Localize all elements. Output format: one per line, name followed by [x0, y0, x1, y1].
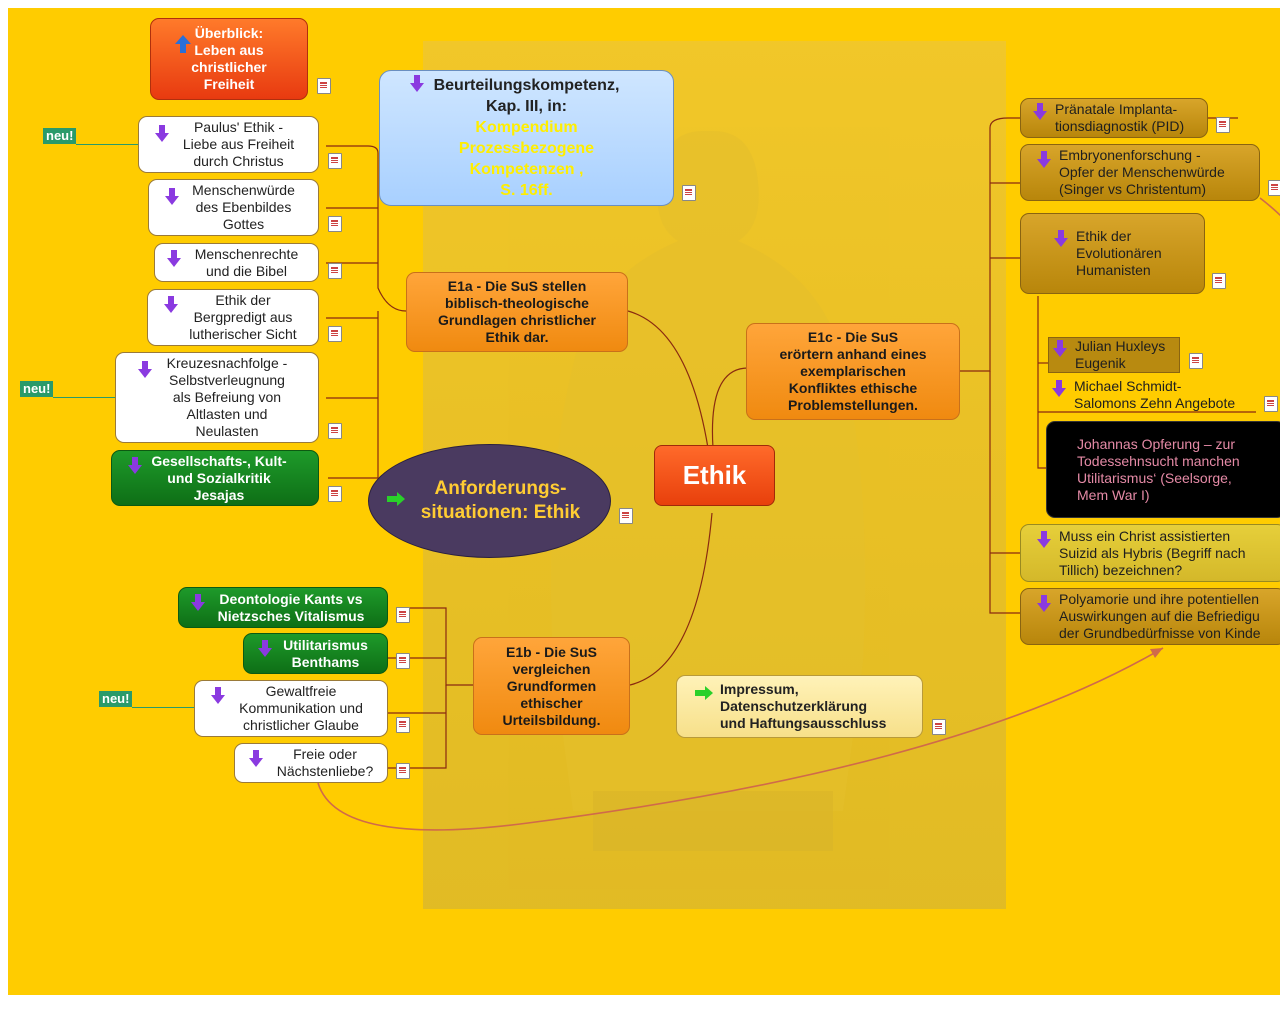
overview-label: Überblick: Leben aus christlicher Freihe…	[191, 25, 267, 92]
document-icon[interactable]	[317, 78, 331, 94]
node-evolutionaere-humanisten[interactable]: Ethik der Evolutionären Humanisten	[1020, 213, 1205, 294]
node-e1c[interactable]: E1c - Die SuS erörtern anhand eines exem…	[746, 323, 960, 420]
mind-map-canvas: Überblick: Leben aus christlicher Freihe…	[8, 8, 1280, 995]
node-e1b[interactable]: E1b - Die SuS vergleichen Grundformen et…	[473, 637, 630, 735]
arrow-down-icon	[1052, 380, 1066, 397]
arrow-down-icon	[1037, 151, 1051, 168]
document-icon[interactable]	[1264, 396, 1278, 412]
node-label: Julian Huxleys Eugenik	[1075, 338, 1166, 371]
node-label: Paulus' Ethik - Liebe aus Freiheit durch…	[182, 119, 295, 169]
node-label: Ethik der Evolutionären Humanisten	[1076, 228, 1162, 278]
document-icon[interactable]	[1216, 117, 1230, 133]
node-paulus-ethik[interactable]: Paulus' Ethik - Liebe aus Freiheit durch…	[138, 116, 319, 173]
node-label: Menschenrechte und die Bibel	[194, 245, 299, 279]
arrow-right-icon	[695, 686, 713, 704]
arrow-down-icon	[191, 594, 205, 611]
node-label: Utilitarismus Benthams	[283, 636, 368, 670]
arrow-down-icon	[1037, 531, 1051, 548]
central-topic-ethik[interactable]: Ethik	[654, 445, 775, 506]
node-label: Michael Schmidt- Salomons Zehn Angebote	[1074, 378, 1236, 411]
arrow-down-icon	[138, 361, 152, 378]
document-icon[interactable]	[1212, 273, 1226, 289]
node-schmidt-salomon[interactable]: Michael Schmidt- Salomons Zehn Angebote	[1048, 378, 1258, 414]
node-label: Johannas Opferung – zur Todessehnsucht m…	[1077, 435, 1240, 503]
node-label: E1a - Die SuS stellen biblisch-theologis…	[438, 278, 596, 345]
node-bergpredigt[interactable]: Ethik der Bergpredigt aus lutherischer S…	[147, 289, 319, 346]
arrow-down-icon	[1053, 340, 1067, 357]
document-icon[interactable]	[328, 423, 342, 439]
document-icon[interactable]	[932, 719, 946, 735]
node-menschenrechte[interactable]: Menschenrechte und die Bibel	[154, 243, 319, 282]
document-icon[interactable]	[396, 653, 410, 669]
document-icon[interactable]	[396, 607, 410, 623]
node-pid[interactable]: Pränatale Implanta- tionsdiagnostik (PID…	[1020, 98, 1208, 138]
document-icon[interactable]	[1189, 353, 1203, 369]
arrow-down-icon	[128, 457, 142, 474]
node-label: Gesellschafts-, Kult- und Sozialkritik J…	[151, 452, 287, 503]
arrow-down-icon	[167, 250, 181, 267]
node-label: Impressum, Datenschutzerklärung und Haft…	[720, 681, 887, 731]
arrow-down-icon	[1037, 595, 1051, 612]
node-polyamorie[interactable]: Polyamorie und ihre potentiellen Auswirk…	[1020, 588, 1280, 645]
node-label: Freie oder Nächstenliebe?	[276, 746, 374, 779]
kompetenz-node[interactable]: Beurteilungskompetenz, Kap. III, in: Kom…	[379, 70, 674, 206]
arrow-right-icon	[387, 489, 405, 513]
document-icon[interactable]	[328, 153, 342, 169]
arrow-down-icon	[258, 640, 272, 657]
node-label: Menschenwürde des Ebenbildes Gottes	[192, 182, 295, 232]
node-label: E1b - Die SuS vergleichen Grundformen et…	[502, 643, 601, 728]
node-label: Anforderungs- situationen: Ethik	[420, 478, 581, 523]
node-johannas-opferung[interactable]: Johannas Opferung – zur Todessehnsucht m…	[1046, 421, 1280, 518]
node-impressum[interactable]: Impressum, Datenschutzerklärung und Haft…	[676, 675, 923, 738]
node-gesellschaftskritik[interactable]: Gesellschafts-, Kult- und Sozialkritik J…	[111, 450, 319, 506]
node-label: Muss ein Christ assistierten Suizid als …	[1059, 527, 1246, 578]
node-utilitarismus[interactable]: Utilitarismus Benthams	[243, 633, 388, 674]
node-kreuzesnachfolge[interactable]: Kreuzesnachfolge - Selbstverleugnung als…	[115, 352, 319, 443]
document-icon[interactable]	[328, 486, 342, 502]
new-badge: neu!	[20, 381, 117, 398]
node-huxley[interactable]: Julian Huxleys Eugenik	[1048, 337, 1180, 373]
node-deontologie[interactable]: Deontologie Kants vs Nietzsches Vitalism…	[178, 587, 388, 628]
new-badge: neu!	[43, 128, 140, 145]
node-anforderungssituationen[interactable]: Anforderungs- situationen: Ethik	[368, 444, 611, 558]
node-freie-naechstenliebe[interactable]: Freie oder Nächstenliebe?	[234, 743, 388, 783]
arrow-down-icon	[211, 687, 225, 704]
arrow-down-icon	[1054, 230, 1068, 247]
document-icon[interactable]	[396, 763, 410, 779]
node-label: Ethik der Bergpredigt aus lutherischer S…	[189, 292, 297, 342]
arrow-down-icon	[155, 125, 169, 142]
node-gewaltfreie-kommunikation[interactable]: Gewaltfreie Kommunikation und christlich…	[194, 680, 388, 737]
node-label: Gewaltfreie Kommunikation und christlich…	[239, 683, 363, 733]
arrow-down-icon	[249, 750, 263, 767]
arrow-up-icon	[175, 35, 191, 57]
node-label: Polyamorie und ihre potentiellen Auswirk…	[1059, 591, 1261, 641]
central-topic-label: Ethik	[682, 460, 747, 490]
arrow-down-icon	[1033, 103, 1047, 120]
node-menschenwuerde[interactable]: Menschenwürde des Ebenbildes Gottes	[148, 179, 319, 236]
arrow-down-icon	[165, 188, 179, 205]
overview-node[interactable]: Überblick: Leben aus christlicher Freihe…	[150, 18, 308, 100]
node-embryonenforschung[interactable]: Embryonenforschung - Opfer der Menschenw…	[1020, 144, 1260, 201]
document-icon[interactable]	[1268, 180, 1280, 196]
arrow-down-icon	[409, 75, 424, 92]
kompetenz-title: Beurteilungskompetenz, Kap. III, in:	[433, 77, 620, 115]
document-icon[interactable]	[328, 216, 342, 232]
document-icon[interactable]	[328, 263, 342, 279]
node-label: Deontologie Kants vs Nietzsches Vitalism…	[217, 590, 365, 624]
document-icon[interactable]	[619, 508, 633, 524]
document-icon[interactable]	[682, 185, 696, 201]
arrow-down-icon	[164, 296, 178, 313]
document-icon[interactable]	[328, 326, 342, 342]
node-e1a[interactable]: E1a - Die SuS stellen biblisch-theologis…	[406, 272, 628, 352]
kompetenz-link[interactable]: Kompendium Prozessbezogene Kompetenzen ,…	[458, 119, 595, 199]
node-label: Embryonenforschung - Opfer der Menschenw…	[1059, 147, 1225, 197]
document-icon[interactable]	[396, 717, 410, 733]
node-label: E1c - Die SuS erörtern anhand eines exem…	[779, 329, 927, 413]
node-assistierter-suizid[interactable]: Muss ein Christ assistierten Suizid als …	[1020, 524, 1280, 582]
node-label: Pränatale Implanta- tionsdiagnostik (PID…	[1055, 101, 1185, 134]
new-badge: neu!	[99, 691, 196, 708]
node-label: Kreuzesnachfolge - Selbstverleugnung als…	[166, 355, 288, 439]
